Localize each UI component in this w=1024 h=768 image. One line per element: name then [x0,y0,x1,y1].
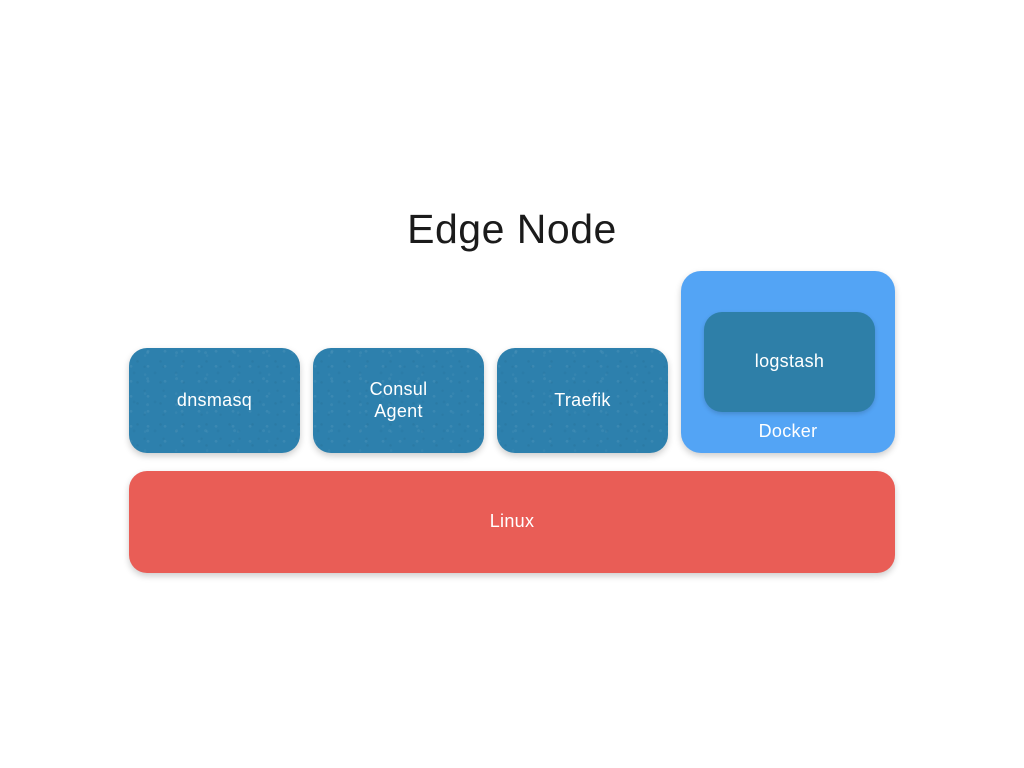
node-box-linux[interactable]: Linux [129,471,895,573]
node-box-consul-agent[interactable]: Consul Agent [313,348,484,453]
node-label-consul-agent: Consul Agent [369,378,428,421]
page-title: Edge Node [407,206,617,252]
node-label-linux: Linux [489,511,535,532]
node-label-traefik: Traefik [554,389,611,410]
node-box-dnsmasq[interactable]: dnsmasq [129,348,300,453]
node-label-dnsmasq: dnsmasq [176,389,253,410]
node-label-logstash: logstash [754,351,825,372]
node-label-docker: Docker [758,421,818,441]
node-box-traefik[interactable]: Traefik [497,348,668,453]
node-box-logstash[interactable]: logstash [704,312,875,412]
